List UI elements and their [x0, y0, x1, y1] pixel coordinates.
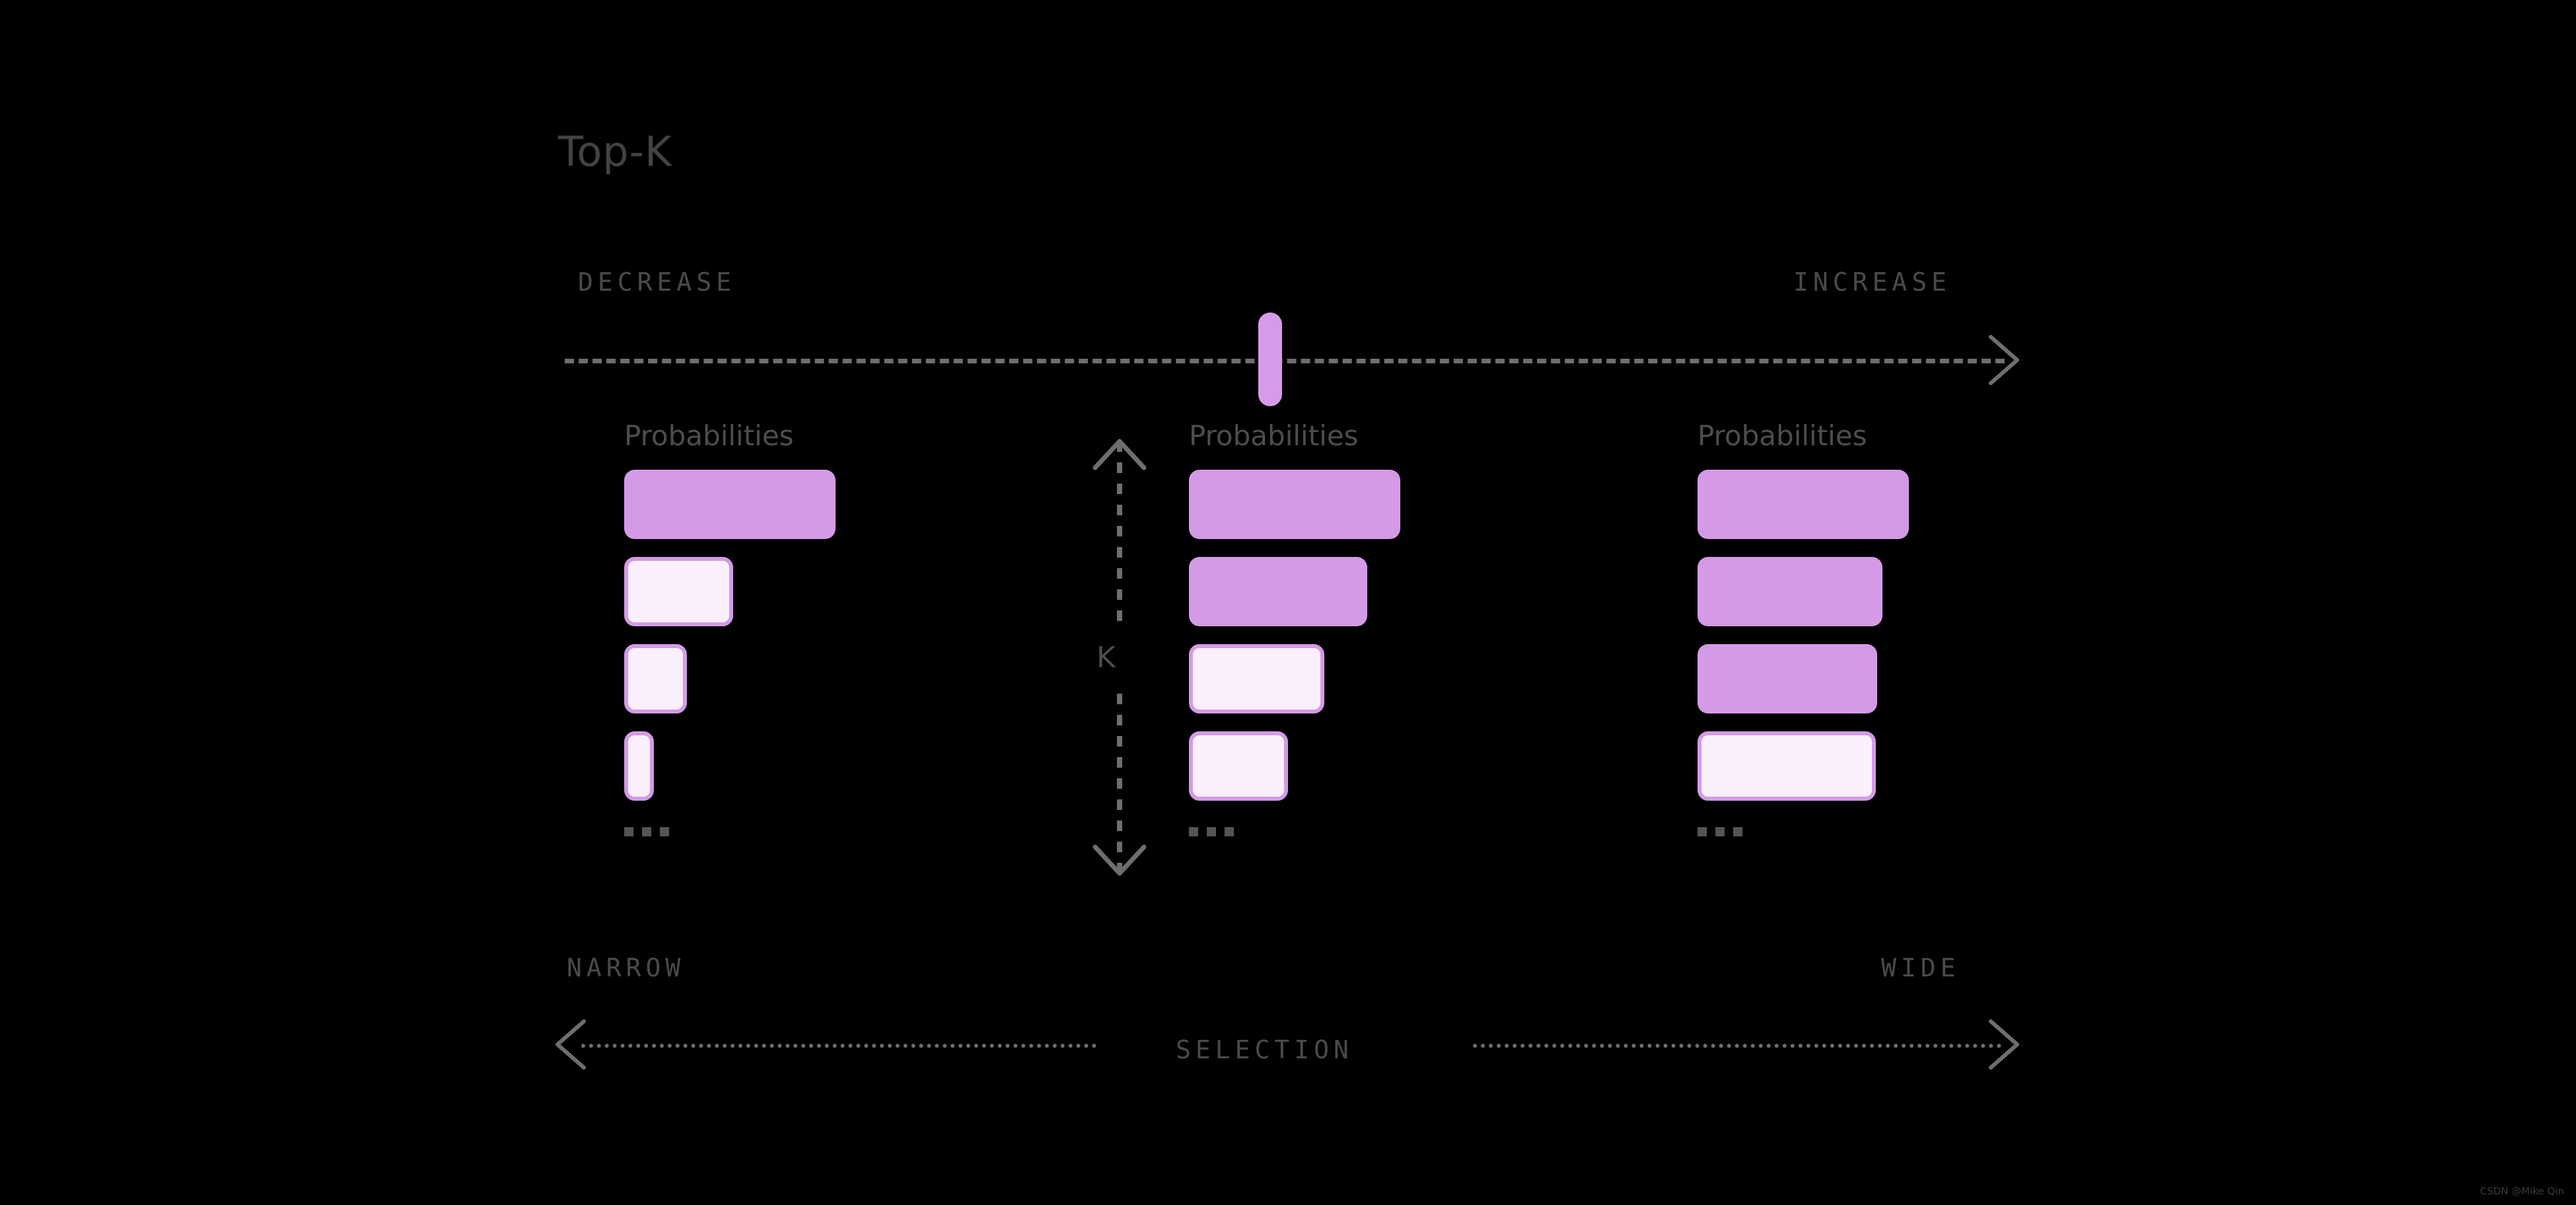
- k-axis-label: K: [1096, 641, 1116, 675]
- top-axis-right-label: INCREASE: [1793, 268, 1952, 297]
- bar-group: [1189, 470, 1400, 801]
- k-double-arrow-icon: [1092, 439, 1147, 876]
- bar-row: [624, 731, 654, 801]
- bar-row: [1698, 644, 1877, 713]
- selection-axis-label: SELECTION: [1176, 1035, 1353, 1064]
- bar-row: [1189, 557, 1367, 626]
- chevron-right-icon: [1989, 1019, 2019, 1070]
- watermark: CSDN @Mike Qin: [2480, 1185, 2564, 1197]
- page-title: Top-K: [558, 128, 672, 176]
- bar-group: [1698, 470, 1909, 801]
- bar-row: [1189, 731, 1288, 801]
- bar-row: [624, 470, 836, 539]
- bar-row: [1698, 470, 1909, 539]
- topk-slider-handle[interactable]: [1258, 312, 1283, 406]
- bar-row: [624, 557, 733, 626]
- bottom-axis-right-label: WIDE: [1881, 953, 1960, 982]
- top-axis-left-label: DECREASE: [578, 268, 736, 297]
- chevron-right-icon: [1989, 335, 2019, 385]
- chevron-left-icon: [555, 1019, 586, 1070]
- bar-row: [1189, 644, 1324, 713]
- probabilities-panel-3: Probabilities: [1698, 420, 1909, 845]
- bar-row: [1189, 470, 1400, 539]
- panel-title: Probabilities: [624, 420, 794, 452]
- ellipsis-indicator: [1698, 819, 1909, 845]
- panel-title: Probabilities: [1189, 420, 1359, 452]
- bar-row: [1698, 557, 1882, 626]
- bar-group: [624, 470, 836, 801]
- panel-title: Probabilities: [1698, 420, 1867, 452]
- ellipsis-indicator: [1189, 819, 1400, 845]
- probabilities-panel-1: Probabilities: [624, 420, 836, 845]
- bar-row: [1698, 731, 1876, 801]
- bottom-axis-left-label: NARROW: [567, 953, 686, 982]
- probabilities-panel-2: Probabilities: [1189, 420, 1400, 845]
- ellipsis-indicator: [624, 819, 836, 845]
- top-axis-track[interactable]: [565, 359, 2005, 363]
- bar-row: [624, 644, 687, 713]
- selection-axis-track-right: [1473, 1044, 2001, 1048]
- selection-axis-track-left: [581, 1044, 1096, 1048]
